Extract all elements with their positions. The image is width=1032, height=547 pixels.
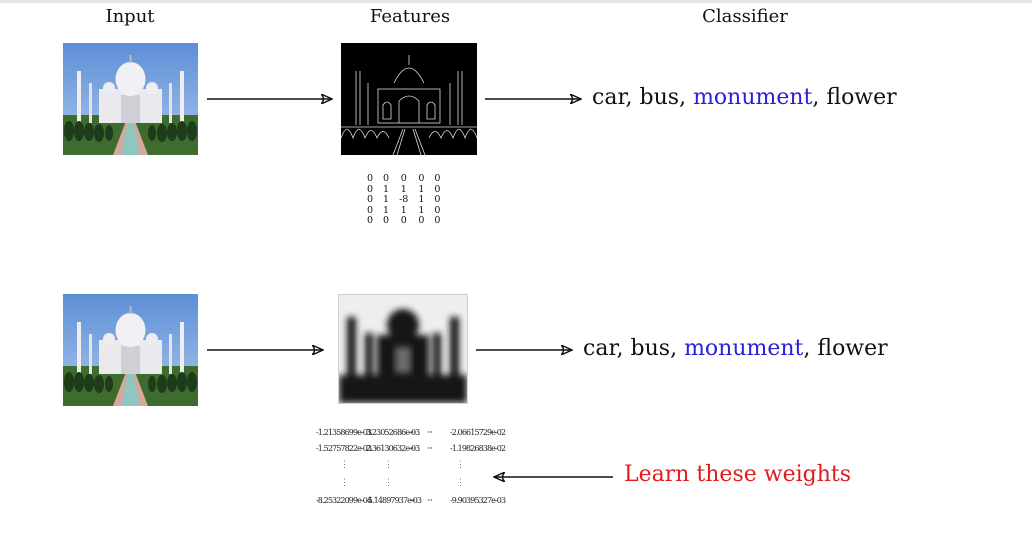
kernel-cell: -8 bbox=[399, 194, 409, 205]
learned-feature-map bbox=[338, 294, 468, 404]
weight-cell: -9.90395327e-03 bbox=[450, 496, 506, 505]
vertical-ellipsis: ⋮ bbox=[456, 460, 465, 470]
weight-ellipsis: ··· bbox=[427, 428, 433, 437]
kernel-cell: 1 bbox=[383, 194, 390, 205]
kernel-cell: 0 bbox=[434, 194, 441, 205]
kernel-cell: 1 bbox=[418, 204, 425, 216]
header-classifier: Classifier bbox=[702, 6, 788, 27]
kernel-cell: 0 bbox=[434, 204, 441, 216]
weights-row: -8.25322099e-04 -5.14897937e-03 ··· ··· … bbox=[316, 496, 506, 512]
top-divider bbox=[0, 0, 1032, 3]
weight-cell: -2.06615729e-02 bbox=[450, 428, 506, 437]
weight-ellipsis: ··· bbox=[427, 496, 433, 505]
kernel-cell: 0 bbox=[418, 215, 425, 226]
weights-row: -1.21358699e-03 3.23052686e-03 ··· ··· -… bbox=[316, 428, 506, 444]
kernel-row: 0 1 1 1 0 bbox=[362, 204, 445, 217]
weights-vdots-row: ⋮ ⋮ ⋮ bbox=[316, 460, 486, 478]
kernel-cell: 0 bbox=[367, 183, 374, 195]
weights-vdots-row: ⋮ ⋮ ⋮ bbox=[316, 478, 486, 496]
class-labels-prefix: car, bus, bbox=[592, 85, 694, 110]
kernel-cell: 0 bbox=[418, 173, 425, 184]
weight-cell: -8.25322099e-04 bbox=[316, 496, 372, 505]
edge-feature-map bbox=[341, 43, 477, 155]
kernel-cell: 1 bbox=[383, 183, 390, 195]
kernel-cell: 0 bbox=[367, 215, 374, 226]
kernel-cell: 1 bbox=[400, 183, 407, 195]
class-labels-row1: car, bus, monument, flower bbox=[592, 85, 897, 110]
weight-ellipsis: ··· bbox=[410, 428, 416, 437]
weight-cell: -1.21358699e-03 bbox=[316, 428, 372, 437]
class-labels-suffix: , flower bbox=[812, 85, 897, 110]
class-label-monument: monument bbox=[693, 85, 813, 110]
kernel-cell: 0 bbox=[383, 173, 390, 184]
weight-ellipsis: ··· bbox=[410, 496, 416, 505]
input-photo-taj-mahal bbox=[63, 43, 198, 155]
vertical-ellipsis: ⋮ bbox=[456, 478, 465, 488]
kernel-cell: 0 bbox=[400, 215, 407, 226]
vertical-ellipsis: ⋮ bbox=[340, 478, 349, 488]
kernel-row: 0 1 -8 1 0 bbox=[362, 194, 445, 206]
kernel-row: 0 1 1 1 0 bbox=[362, 183, 445, 196]
weight-ellipsis: ··· bbox=[427, 444, 433, 453]
class-labels-prefix: car, bus, bbox=[583, 336, 685, 361]
kernel-cell: 0 bbox=[367, 204, 374, 216]
input-photo-taj-mahal bbox=[63, 294, 198, 406]
kernel-row: 0 0 0 0 0 bbox=[362, 173, 445, 185]
class-labels-suffix: , flower bbox=[803, 336, 888, 361]
vertical-ellipsis: ⋮ bbox=[384, 460, 393, 470]
learn-weights-annotation: Learn these weights bbox=[624, 462, 852, 487]
kernel-row: 0 0 0 0 0 bbox=[362, 215, 445, 227]
weight-cell: 3.23052686e-03 bbox=[366, 428, 420, 437]
vertical-ellipsis: ⋮ bbox=[340, 460, 349, 470]
kernel-cell: 0 bbox=[434, 183, 441, 195]
kernel-cell: 0 bbox=[434, 173, 441, 184]
kernel-cell: 0 bbox=[367, 173, 374, 184]
learned-weights-matrix: -1.21358699e-03 3.23052686e-03 ··· ··· -… bbox=[316, 428, 506, 512]
kernel-cell: 0 bbox=[367, 194, 374, 205]
vertical-ellipsis: ⋮ bbox=[384, 478, 393, 488]
kernel-cell: 1 bbox=[418, 194, 425, 205]
kernel-cell: 1 bbox=[400, 204, 407, 216]
header-input: Input bbox=[105, 6, 155, 27]
kernel-cell: 0 bbox=[383, 215, 390, 226]
weights-row: -1.52757822e-03 2.36130632e-03 ··· ··· -… bbox=[316, 444, 506, 460]
header-features: Features bbox=[369, 6, 451, 27]
class-labels-row2: car, bus, monument, flower bbox=[583, 336, 888, 361]
class-label-monument: monument bbox=[684, 336, 804, 361]
kernel-cell: 1 bbox=[418, 183, 425, 195]
kernel-cell: 0 bbox=[400, 173, 407, 184]
kernel-cell: 0 bbox=[434, 215, 441, 226]
weight-cell: -1.52757822e-03 bbox=[316, 444, 372, 453]
weight-ellipsis: ··· bbox=[410, 444, 416, 453]
weight-cell: 2.36130632e-03 bbox=[366, 444, 420, 453]
laplacian-kernel-matrix: 0 0 0 0 0 0 1 1 1 0 0 1 -8 1 0 0 1 1 1 0… bbox=[362, 173, 445, 227]
weight-cell: -5.14897937e-03 bbox=[366, 496, 422, 505]
weight-cell: -1.19826838e-02 bbox=[450, 444, 506, 453]
kernel-cell: 1 bbox=[383, 204, 390, 216]
